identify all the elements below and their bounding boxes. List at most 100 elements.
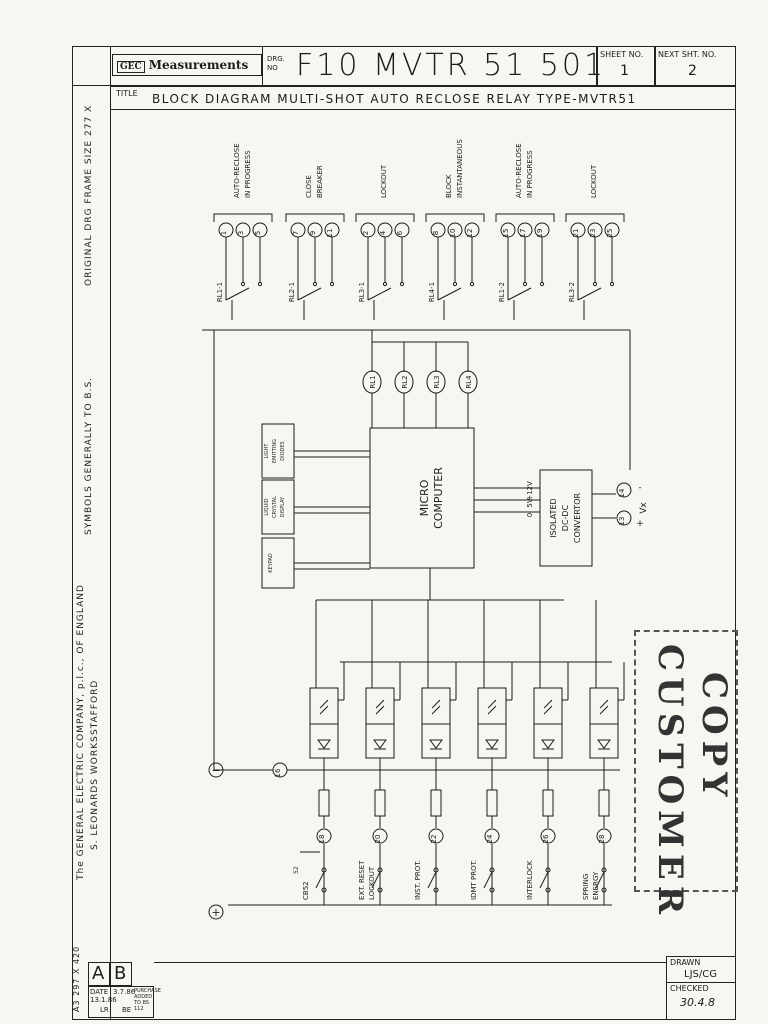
relay-group-4-contact-a: [452, 281, 458, 287]
opto-2-photo-b: [375, 705, 385, 715]
approval-divider: [666, 982, 736, 983]
opto-1-switch-bottom: [321, 887, 327, 893]
terminal-20-label: 20: [374, 835, 382, 844]
relay-group-5-terminal-17-label: 17: [519, 229, 527, 238]
relay-group-3-terminal-2-label: 2: [362, 231, 370, 235]
relay-group-4-terminal-10-label: 10: [449, 229, 457, 238]
rev-b-note: PURCHASE ADDED TO BS 112: [134, 988, 161, 1012]
terminal-28: [596, 828, 612, 844]
peripheral-3-box: [261, 537, 295, 589]
sheet-value: 1: [620, 63, 629, 79]
opto-2-switch-blade: [371, 871, 381, 889]
pos-supply-terminal: [208, 904, 224, 920]
next-sheet-label: NEXT SHT. NO.: [658, 50, 717, 59]
convertor-label-3: CONVERTOR: [573, 493, 582, 544]
relay-group-1-function-1: AUTO-RECLOSE: [233, 143, 241, 198]
relay-group-6-function-1: LOCKOUT: [590, 164, 598, 198]
relay-group-6-contact-b: [609, 281, 615, 287]
coil-RL4-label: RL4: [465, 375, 473, 389]
opto-6-switch-blade: [595, 871, 605, 889]
opto-3-photo-a: [431, 699, 441, 709]
relay-group-1-label: RL1-1: [216, 282, 224, 302]
opto-5-photo-a: [543, 699, 553, 709]
relay-group-5-contact-b: [539, 281, 545, 287]
opto-6-photo-b: [599, 705, 609, 715]
rev-b-date: 3.7.86: [113, 988, 136, 996]
relay-group-4-switch-blade: [437, 287, 462, 301]
input-label-2-2: LOCKOUT: [368, 866, 376, 900]
relay-group-3-contact-b: [399, 281, 405, 287]
input-label-4-1: IDMT PROT.: [470, 860, 478, 900]
rev-a: A: [92, 963, 105, 984]
relay-group-2-terminal-7-label: 7: [292, 231, 300, 235]
relay-group-3-switch-blade: [367, 287, 392, 301]
opto-3-switch-blade: [427, 871, 437, 889]
opto-1-photo-b: [319, 705, 329, 715]
peripheral-1-label-2: EMITTING: [272, 439, 278, 463]
terminal-26: [540, 828, 556, 844]
rail-label-2: 5V: [526, 498, 534, 507]
drawn-value: LJS/CG: [684, 969, 717, 980]
input-label-2-1: EXT. RESET: [358, 860, 366, 900]
relay-group-5-terminal-19-label: 19: [536, 229, 544, 238]
terminal-24-label: 24: [486, 834, 494, 843]
opto-3-resistor: [430, 789, 442, 817]
micro-computer-label-2: COMPUTER: [432, 467, 445, 529]
terminal-16: [272, 762, 288, 778]
opto-1-photo-a: [319, 699, 329, 709]
cb-aux-label: 52: [293, 866, 300, 874]
company-name: Measurements: [148, 58, 249, 72]
gec-badge: GEC: [117, 61, 145, 73]
neg-symbol: −: [211, 764, 220, 777]
input-label-5-1: INTERLOCK: [526, 860, 534, 900]
relay-group-6-contact-a: [592, 281, 598, 287]
relay-group-1-terminal-1-label: 1: [220, 231, 228, 235]
terminal-18: [316, 828, 332, 844]
peripheral-2-label-2: CRYSTAL: [272, 496, 278, 518]
relay-group-4-function-2: INSTANTANEOUS: [456, 139, 464, 198]
relay-group-5-label: RL1-2: [498, 282, 506, 302]
relay-group-2-bracket: [285, 213, 345, 222]
opto-2-led: [373, 739, 387, 749]
drawn-label: DRAWN: [670, 958, 701, 967]
relay-group-3-contact-a: [382, 281, 388, 287]
sheet-box: [597, 46, 655, 86]
relay-group-6-terminal-25-label: 25: [606, 229, 614, 238]
opto-2-resistor: [374, 789, 386, 817]
relay-group-4-terminal-8-label: 8: [432, 231, 440, 235]
opto-4-switch-blade: [483, 871, 493, 889]
approval-box: [666, 956, 736, 1020]
relay-group-6-bracket: [565, 213, 625, 222]
peripheral-2-label-1: LIQUID: [264, 498, 270, 515]
rail-label-3: 0: [526, 513, 534, 517]
micro-computer-box: [369, 427, 475, 569]
relay-group-6-terminal-23-label: 23: [589, 229, 597, 238]
rev-a-date: DATE 13.1.86: [90, 988, 117, 1004]
rail-label-1: +12V: [526, 481, 534, 501]
opto-5-switch-bottom: [545, 887, 551, 893]
opto-6-led: [597, 739, 611, 749]
opto-5-switch-blade: [539, 871, 549, 889]
relay-group-5-switch-blade: [507, 287, 532, 301]
opto-3-led: [429, 739, 443, 749]
vx-label: Vx: [639, 502, 649, 514]
relay-group-3-terminal-6-label: 6: [396, 230, 404, 235]
coil-RL2-label: RL2: [401, 375, 409, 388]
convertor-label-2: DC-DC: [561, 504, 570, 531]
coil-RL3-label: RL3: [433, 375, 441, 388]
terminal-18-label: 18: [318, 835, 326, 844]
relay-group-1-switch-blade: [225, 287, 250, 301]
rev-detail-box: [88, 986, 154, 1018]
relay-group-3-function-1: LOCKOUT: [380, 164, 388, 198]
input-label-6-1: SPRING: [582, 874, 590, 900]
relay-group-4-bracket: [425, 213, 485, 222]
opto-2-switch-bottom: [377, 887, 383, 893]
opto-2-photo-a: [375, 699, 385, 709]
drawing-title: BLOCK DIAGRAM MULTI-SHOT AUTO RECLOSE RE…: [152, 92, 637, 106]
relay-group-2-terminal-11-label: 11: [326, 229, 334, 238]
terminal-22: [428, 828, 444, 844]
checked-label: CHECKED: [670, 984, 709, 993]
relay-group-2-function-2: BREAKER: [316, 165, 324, 198]
